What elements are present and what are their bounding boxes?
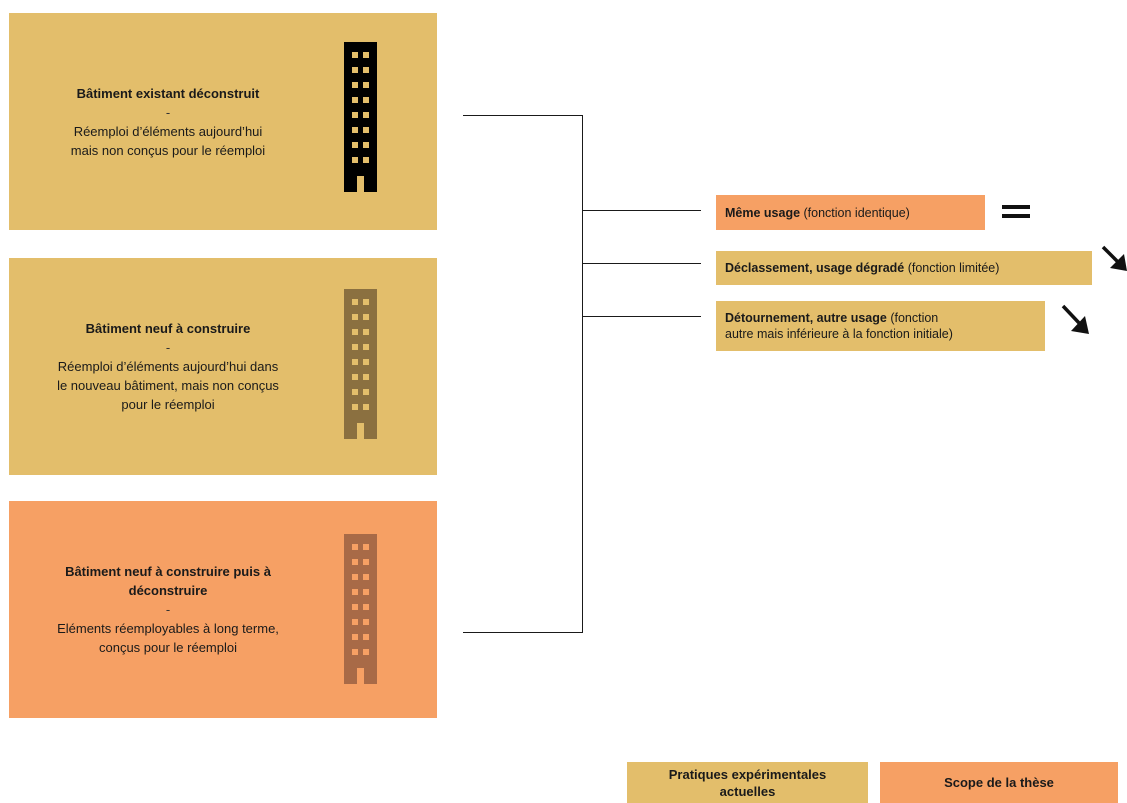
source-box-separator: - — [165, 104, 171, 120]
source-box-existing-deconstructed: Bâtiment existant déconstruit - Réemploi… — [9, 13, 437, 230]
source-box-line: Réemploi d’éléments aujourd’hui — [73, 123, 263, 139]
source-box-line: Réemploi d’éléments aujourd’hui dans — [57, 359, 279, 374]
source-box-text: Bâtiment existant déconstruit - Réemploi… — [23, 13, 313, 230]
outcome-detail: (fonction identique) — [800, 205, 910, 220]
outcome-detail: (fonction — [886, 311, 939, 325]
source-box-line: conçus pour le réemploi — [98, 640, 238, 655]
source-box-title: déconstruire — [128, 583, 208, 598]
outcome-detail: autre mais inférieure à la fonction init… — [725, 327, 953, 341]
outcome-bold-label: Même usage — [725, 205, 801, 220]
outcome-diverted-use: Détournement, autre usage (fonction autr… — [716, 301, 1045, 351]
source-box-separator: - — [165, 602, 171, 617]
source-box-text: Bâtiment neuf à construire puis à décons… — [23, 501, 313, 718]
arrow-down-right-icon — [1101, 245, 1127, 271]
source-box-new-construction: Bâtiment neuf à construire - Réemploi d’… — [9, 258, 437, 475]
source-box-line: le nouveau bâtiment, mais non conçus — [57, 378, 279, 393]
outcome-detail: (fonction limitée) — [904, 261, 1000, 275]
source-box-text: Bâtiment neuf à construire - Réemploi d’… — [23, 258, 313, 475]
equals-icon — [1002, 205, 1030, 218]
outcome-same-use: Même usage (fonction identique) — [716, 195, 985, 230]
outcome-bold-label: Déclassement, usage dégradé — [725, 261, 905, 275]
building-icon — [344, 289, 377, 439]
connector-from-box-1 — [463, 115, 583, 633]
legend-label: Pratiques expérimentales — [668, 766, 827, 782]
legend-thesis-scope: Scope de la thèse — [880, 762, 1118, 803]
outcome-downgraded-use: Déclassement, usage dégradé (fonction li… — [716, 251, 1092, 285]
source-box-title: Bâtiment neuf à construire — [85, 321, 251, 336]
source-box-line: Eléments réemployables à long terme, — [57, 621, 279, 636]
source-box-line: pour le réemploi — [121, 397, 215, 412]
building-icon — [344, 42, 377, 192]
source-box-new-then-deconstructed: Bâtiment neuf à construire puis à décons… — [9, 501, 437, 718]
source-box-separator: - — [165, 340, 171, 355]
source-box-title: Bâtiment existant déconstruit — [76, 85, 260, 101]
legend-label: Scope de la thèse — [944, 775, 1054, 790]
arrow-down-right-icon — [1061, 304, 1089, 334]
source-box-title: Bâtiment neuf à construire puis à — [65, 564, 271, 579]
outcome-bold-label: Détournement, autre usage — [725, 311, 887, 325]
legend-label: actuelles — [719, 783, 776, 799]
building-icon — [344, 534, 377, 684]
source-box-line: mais non conçus pour le réemploi — [70, 142, 266, 158]
